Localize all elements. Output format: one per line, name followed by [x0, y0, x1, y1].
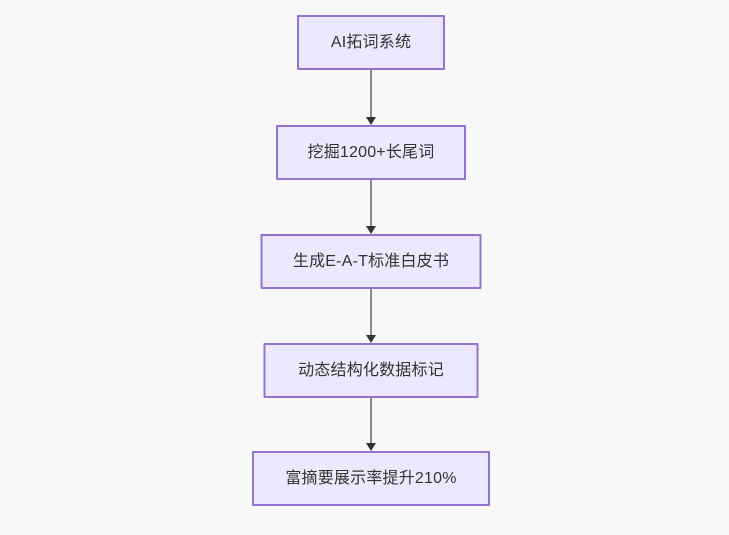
flow-node-label: 富摘要展示率提升210%	[285, 469, 457, 487]
edge-line	[370, 180, 372, 227]
flow-node-rich-snippet-uplift[interactable]: 富摘要展示率提升210%	[252, 451, 490, 506]
edge-line	[370, 398, 372, 444]
arrowhead-icon	[366, 443, 376, 451]
flow-node-label: 动态结构化数据标记	[298, 361, 444, 379]
arrowhead-icon	[366, 335, 376, 343]
flow-node-mine-longtail-keywords[interactable]: 挖掘1200+长尾词	[276, 125, 466, 180]
arrowhead-icon	[366, 226, 376, 234]
edge-line	[370, 70, 372, 118]
edge-line	[370, 289, 372, 336]
edge-node-4-to-node-5	[365, 398, 377, 451]
flow-node-label: 生成E-A-T标准白皮书	[292, 252, 450, 270]
edge-node-2-to-node-3	[365, 180, 377, 234]
arrowhead-icon	[366, 117, 376, 125]
flow-node-label: 挖掘1200+长尾词	[307, 143, 435, 161]
flow-node-ai-keyword-system[interactable]: AI拓词系统	[297, 15, 445, 70]
edge-node-3-to-node-4	[365, 289, 377, 343]
edge-node-1-to-node-2	[365, 70, 377, 125]
flow-node-dynamic-structured-data[interactable]: 动态结构化数据标记	[263, 343, 479, 398]
flow-node-label: AI拓词系统	[330, 33, 412, 51]
flow-node-generate-eat-whitepaper[interactable]: 生成E-A-T标准白皮书	[260, 234, 482, 289]
